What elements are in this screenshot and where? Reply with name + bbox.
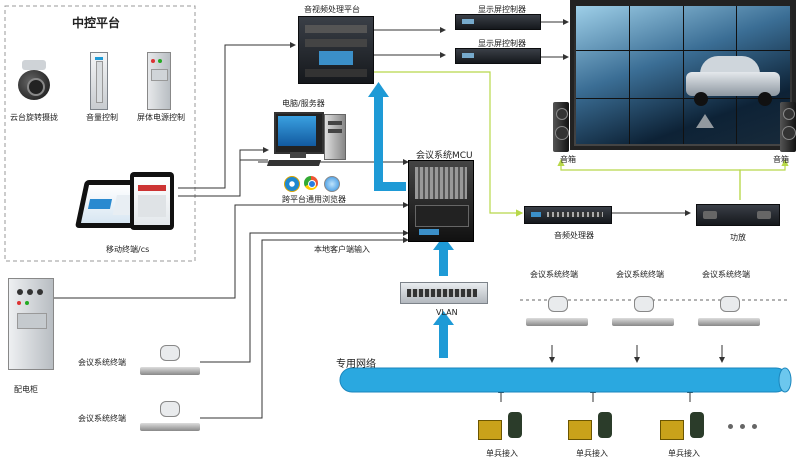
distribution-cabinet-icon — [8, 278, 54, 370]
display-controller-icon — [455, 14, 541, 30]
more-dots — [728, 424, 768, 430]
network-label: 专用网络 — [336, 359, 376, 370]
mobile-terminal-label: 移动终端/cs — [106, 245, 150, 254]
amplifier-icon — [696, 204, 780, 226]
soldier-kit-icon — [478, 410, 528, 444]
chrome-browser-icon — [304, 176, 318, 190]
safari-browser-icon — [324, 176, 340, 192]
meeting-terminal-icon — [140, 345, 200, 377]
vlan-label: VLAN — [436, 308, 458, 317]
local-input-label: 本地客户端输入 — [314, 245, 370, 254]
speaker-right-label: 音箱 — [773, 155, 789, 164]
meeting-terminal-icon — [140, 401, 200, 433]
control-item-volume: 音量控制 — [86, 113, 118, 122]
single-soldier-label: 单兵接入 — [486, 449, 518, 458]
meeting-terminal-label: 会议系统终端 — [616, 270, 664, 279]
speaker-left-label: 音箱 — [560, 155, 576, 164]
car-image — [686, 56, 780, 106]
mcu-label: 会议系统MCU — [416, 151, 473, 161]
av-platform-label: 音视频处理平台 — [304, 5, 360, 14]
pc-server-label: 电脑/服务器 — [282, 99, 325, 108]
display-controller-icon — [455, 48, 541, 64]
mcu-icon — [408, 160, 474, 242]
display-controller-label: 显示屏控制器 — [478, 39, 526, 48]
speaker-right-icon — [780, 102, 796, 152]
meeting-terminal-icon — [526, 296, 588, 328]
power-cabinet-icon — [147, 52, 171, 110]
display-controller-label: 显示屏控制器 — [478, 5, 526, 14]
single-soldier-label: 单兵接入 — [668, 449, 700, 458]
ptz-camera-icon — [18, 60, 50, 108]
volume-panel-icon — [90, 52, 108, 110]
meeting-terminal-label: 会议系统终端 — [78, 414, 126, 423]
video-wall — [570, 0, 796, 150]
network-pipe — [339, 367, 789, 393]
audio-processor-label: 音频处理器 — [554, 231, 594, 240]
control-item-ptz: 云台旋转摄拢 — [10, 113, 58, 122]
amplifier-label: 功放 — [730, 233, 746, 242]
tablet-icon — [130, 172, 174, 230]
browser-label: 跨平台通用浏览器 — [282, 195, 346, 204]
av-platform-icon — [298, 16, 374, 84]
pc-stand-icon — [290, 152, 306, 158]
meeting-terminal-label: 会议系统终端 — [530, 270, 578, 279]
control-platform-border — [4, 5, 196, 262]
control-item-power: 屏体电源控制 — [137, 113, 185, 122]
meeting-terminal-icon — [698, 296, 760, 328]
soldier-kit-icon — [660, 410, 710, 444]
single-soldier-label: 单兵接入 — [576, 449, 608, 458]
keyboard-icon — [266, 160, 322, 166]
ie-browser-icon — [284, 176, 300, 192]
vlan-switch-icon — [400, 282, 488, 304]
meeting-terminal-icon — [612, 296, 674, 328]
meeting-terminal-label: 会议系统终端 — [78, 358, 126, 367]
audio-processor-icon — [524, 206, 612, 224]
soldier-kit-icon — [568, 410, 618, 444]
meeting-terminal-label: 会议系统终端 — [702, 270, 750, 279]
control-platform-title: 中控平台 — [72, 16, 121, 30]
distribution-cabinet-label: 配电柜 — [14, 385, 38, 394]
speaker-left-icon — [553, 102, 569, 152]
pc-monitor-icon — [274, 112, 324, 154]
server-tower-icon — [324, 114, 346, 160]
